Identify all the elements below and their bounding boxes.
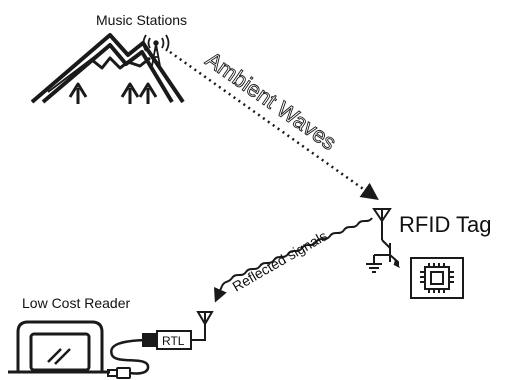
rtl-label: RTL: [162, 334, 185, 348]
mountain-icon: [30, 33, 185, 104]
mountain-snowline: [91, 56, 151, 70]
usb-cable-icon: [110, 338, 153, 375]
ground-icon: [366, 263, 382, 273]
ambient-waves-arrow: [169, 50, 379, 201]
chip-icon: [410, 257, 464, 299]
low-cost-reader-label: Low Cost Reader: [22, 295, 131, 311]
laptop-icon: [8, 320, 110, 374]
usb-plug-icon: [107, 367, 131, 379]
rfid-tag-label: RFID Tag: [399, 212, 492, 237]
radio-tower-icon: [142, 34, 170, 67]
transistor-icon: [373, 239, 400, 269]
ambient-waves-label: Ambient Waves: [201, 47, 341, 155]
rtl-dongle: [142, 330, 192, 350]
reflected-signals-arrow: [213, 217, 373, 303]
tree-icon: [68, 82, 158, 104]
reflected-signals-label: Reflected signals: [230, 227, 330, 294]
music-stations-label: Music Stations: [96, 12, 187, 28]
antenna-icon: [372, 208, 392, 240]
reader-antenna-icon: [191, 311, 214, 341]
